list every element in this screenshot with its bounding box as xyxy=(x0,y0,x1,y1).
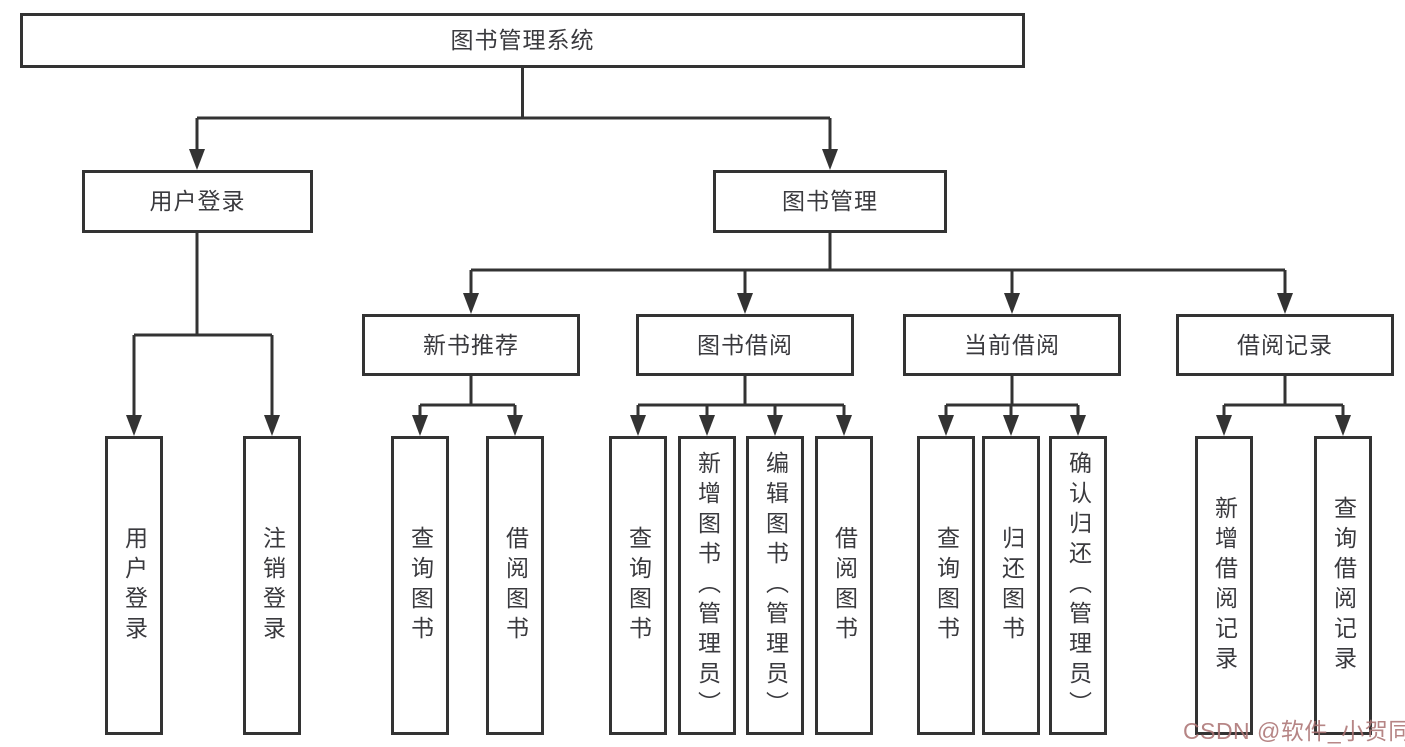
node-book-borrow: 图书借阅 xyxy=(636,314,854,376)
leaf-user-login-label: 用户登录 xyxy=(121,525,148,646)
leaf-query-books-borrow-label: 查询图书 xyxy=(625,525,652,646)
leaf-logout-label: 注销登录 xyxy=(259,525,286,646)
leaf-borrow-books: 借阅图书 xyxy=(815,436,873,735)
leaf-query-borrow-record-label: 查询借阅记录 xyxy=(1330,495,1357,676)
leaf-borrow-books-recommend-label: 借阅图书 xyxy=(502,525,529,646)
leaf-add-borrow-record: 新增借阅记录 xyxy=(1195,436,1253,735)
leaf-return-books: 归还图书 xyxy=(982,436,1040,735)
node-root: 图书管理系统 xyxy=(20,13,1025,68)
leaf-return-books-label: 归还图书 xyxy=(998,525,1025,646)
node-new-book-recommend-label: 新书推荐 xyxy=(423,331,519,358)
node-user-login: 用户登录 xyxy=(82,170,313,233)
leaf-query-books-borrow: 查询图书 xyxy=(609,436,667,735)
node-book-management: 图书管理 xyxy=(713,170,947,233)
leaf-borrow-books-recommend: 借阅图书 xyxy=(486,436,544,735)
leaf-edit-books-admin-label: 编辑图书（管理员） xyxy=(762,450,789,721)
node-book-borrow-label: 图书借阅 xyxy=(697,331,793,358)
leaf-query-borrow-record: 查询借阅记录 xyxy=(1314,436,1372,735)
node-book-management-label: 图书管理 xyxy=(782,188,878,214)
node-current-borrow: 当前借阅 xyxy=(903,314,1121,376)
leaf-add-borrow-record-label: 新增借阅记录 xyxy=(1211,495,1238,676)
leaf-user-login: 用户登录 xyxy=(105,436,163,735)
leaf-query-books-current: 查询图书 xyxy=(917,436,975,735)
node-new-book-recommend: 新书推荐 xyxy=(362,314,580,376)
leaf-borrow-books-label: 借阅图书 xyxy=(831,525,858,646)
node-borrow-records: 借阅记录 xyxy=(1176,314,1394,376)
leaf-confirm-return-admin: 确认归还（管理员） xyxy=(1049,436,1107,735)
leaf-add-books-admin-label: 新增图书（管理员） xyxy=(694,450,721,721)
node-root-label: 图书管理系统 xyxy=(450,27,595,53)
leaf-add-books-admin: 新增图书（管理员） xyxy=(678,436,736,735)
node-borrow-records-label: 借阅记录 xyxy=(1237,331,1333,358)
leaf-edit-books-admin: 编辑图书（管理员） xyxy=(746,436,804,735)
leaf-query-books-recommend: 查询图书 xyxy=(391,436,449,735)
leaf-logout: 注销登录 xyxy=(243,436,301,735)
leaf-query-books-recommend-label: 查询图书 xyxy=(407,525,434,646)
watermark: CSDN @软件_小贺同学 xyxy=(1183,718,1405,744)
leaf-confirm-return-admin-label: 确认归还（管理员） xyxy=(1065,450,1092,721)
node-current-borrow-label: 当前借阅 xyxy=(964,331,1060,358)
node-user-login-label: 用户登录 xyxy=(149,188,246,214)
leaf-query-books-current-label: 查询图书 xyxy=(933,525,960,646)
